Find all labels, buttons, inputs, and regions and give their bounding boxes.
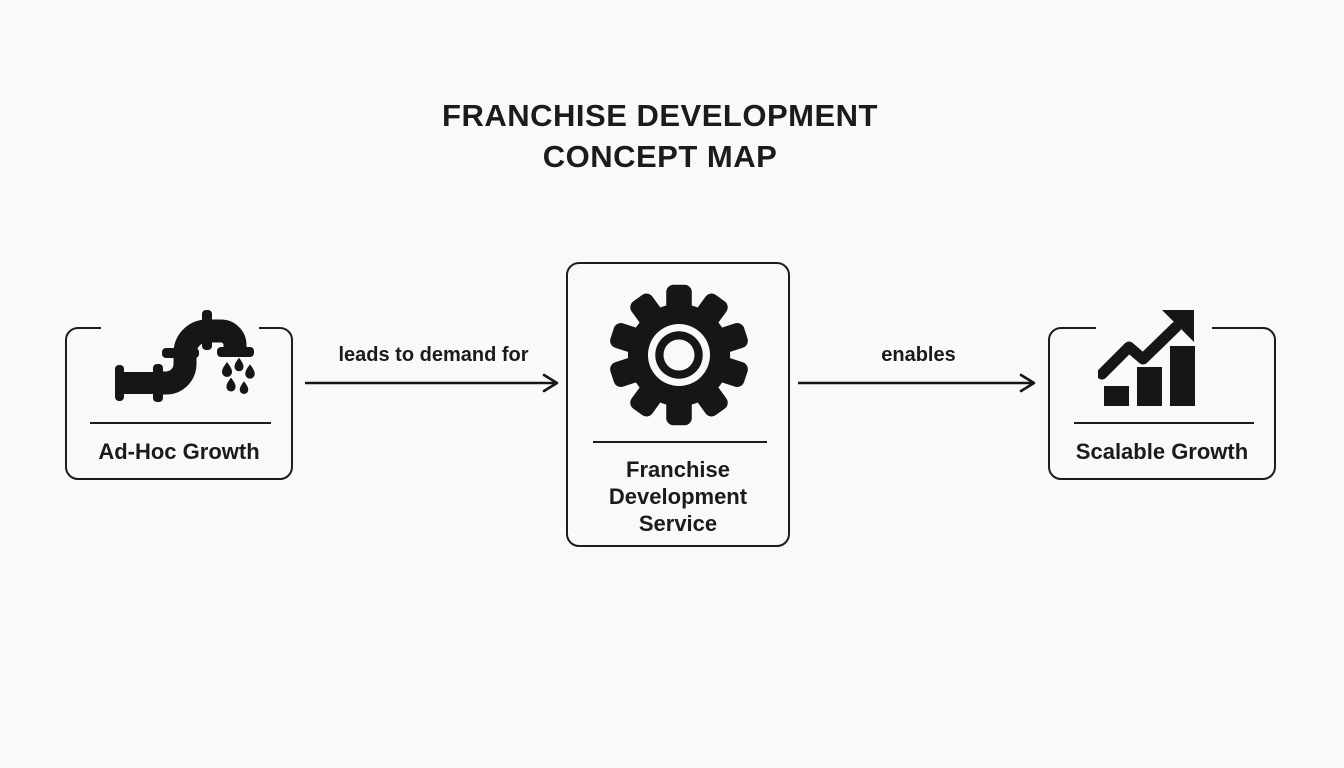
edge-leads-to-demand-for: leads to demand for	[303, 336, 564, 394]
node-label-scalable-growth: Scalable Growth	[1075, 439, 1249, 464]
edge-label-enables: enables	[881, 344, 956, 366]
title-line-1: FRANCHISE DEVELOPMENT	[442, 98, 878, 133]
node-divider	[90, 422, 271, 424]
arrow-right-icon	[798, 373, 1036, 393]
arrow-right-icon	[305, 373, 559, 393]
node-divider	[593, 441, 767, 443]
title-line-2: CONCEPT MAP	[542, 139, 778, 174]
node-label-franchise-development-service: Franchise Development Service	[568, 456, 788, 537]
edge-label-leads-to-demand-for: leads to demand for	[338, 344, 529, 366]
node-label-ad-hoc-growth: Ad-Hoc Growth	[98, 439, 260, 464]
edge-enables: enables	[796, 336, 1041, 394]
gear-icon	[606, 282, 752, 428]
page-title: FRANCHISE DEVELOPMENT CONCEPT MAP	[160, 95, 1160, 177]
node-label-line-2: Development	[608, 484, 748, 509]
node-divider	[1074, 422, 1254, 424]
growth-chart-icon	[1096, 306, 1212, 408]
leaky-pipe-icon	[101, 289, 259, 407]
node-label-line-3: Service	[638, 511, 718, 536]
node-label-line-1: Franchise	[626, 457, 730, 482]
